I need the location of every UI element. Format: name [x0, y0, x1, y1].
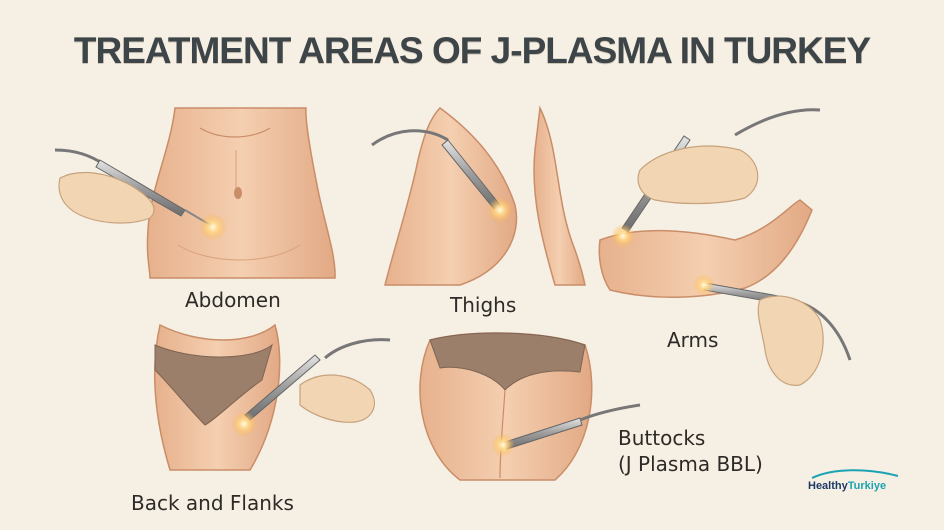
- brand-wave-icon: [811, 469, 899, 479]
- gloved-hand-icon: [299, 374, 375, 423]
- brand-text-part1: Healthy: [808, 480, 848, 492]
- plasma-glow-icon: [199, 213, 227, 241]
- gloved-hand-icon: [757, 295, 824, 386]
- back-flanks-illustration: [154, 323, 391, 471]
- area-label-back-flanks: Back and Flanks: [131, 491, 294, 515]
- brand-text: HealthyTurkiye: [808, 480, 886, 492]
- area-label-buttocks-subtitle: (J Plasma BBL): [618, 452, 763, 476]
- gloved-hand-icon: [58, 171, 155, 224]
- buttocks-illustration: [419, 332, 641, 481]
- plasma-glow-icon: [491, 433, 515, 457]
- area-label-abdomen: Abdomen: [185, 288, 281, 312]
- gloved-hand-icon: [637, 145, 759, 205]
- area-label-arms: Arms: [667, 328, 719, 352]
- area-label-buttocks: Buttocks: [618, 426, 706, 450]
- brand-text-part2: Turkiye: [847, 480, 887, 492]
- brand-logo: HealthyTurkiye: [808, 469, 903, 504]
- plasma-glow-icon: [231, 411, 257, 437]
- area-label-thighs: Thighs: [450, 293, 517, 317]
- abdomen-illustration: [54, 107, 336, 279]
- plasma-glow-icon: [611, 224, 635, 248]
- thighs-illustration: [371, 105, 586, 286]
- arms-illustration: [598, 108, 852, 386]
- jplasma-device-icon: [54, 148, 213, 227]
- plasma-glow-icon: [693, 274, 715, 296]
- plasma-glow-icon: [487, 197, 513, 223]
- page-title: TREATMENT AREAS OF J-PLASMA IN TURKEY: [73, 30, 871, 71]
